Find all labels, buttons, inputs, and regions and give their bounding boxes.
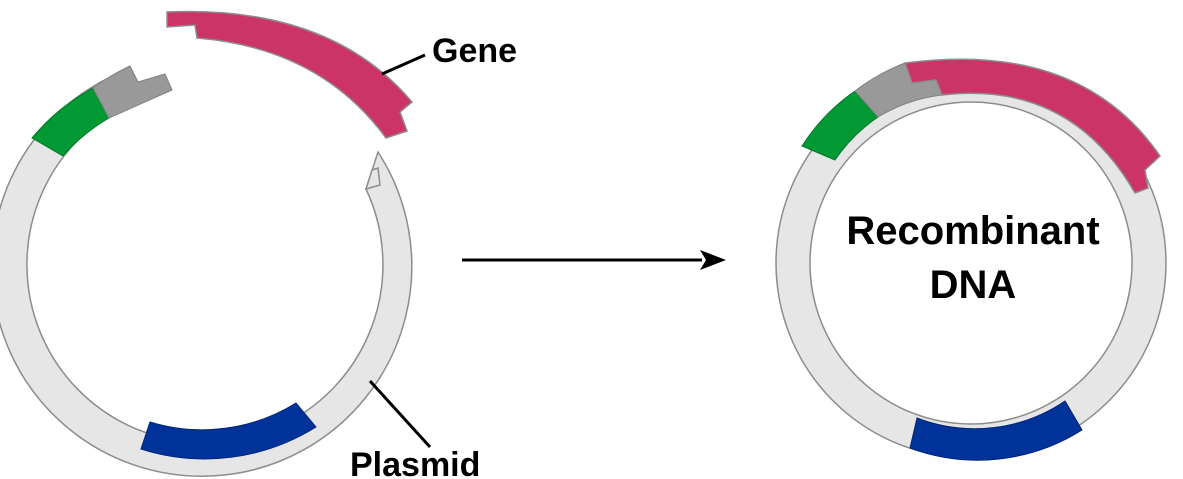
gene-label: Gene [432,32,517,70]
gene-leader-line [381,53,426,76]
recombinant-label-line2: DNA [930,263,1017,307]
recombinant-blue-marker [909,400,1083,461]
recombinant-plasmid: Recombinant DNA [775,58,1167,461]
recombinant-label-line1: Recombinant [846,209,1099,253]
plasmid-grey-segment [92,65,173,119]
recombinant-gene-segment [903,58,1161,194]
plasmid-sticky-end-right [364,166,381,191]
process-arrow [462,250,726,270]
gene-fragment [166,10,414,139]
plasmid-leader-line [368,379,432,449]
open-plasmid [0,65,413,477]
plasmid-blue-marker [140,402,317,460]
plasmid-label: Plasmid [350,446,480,479]
